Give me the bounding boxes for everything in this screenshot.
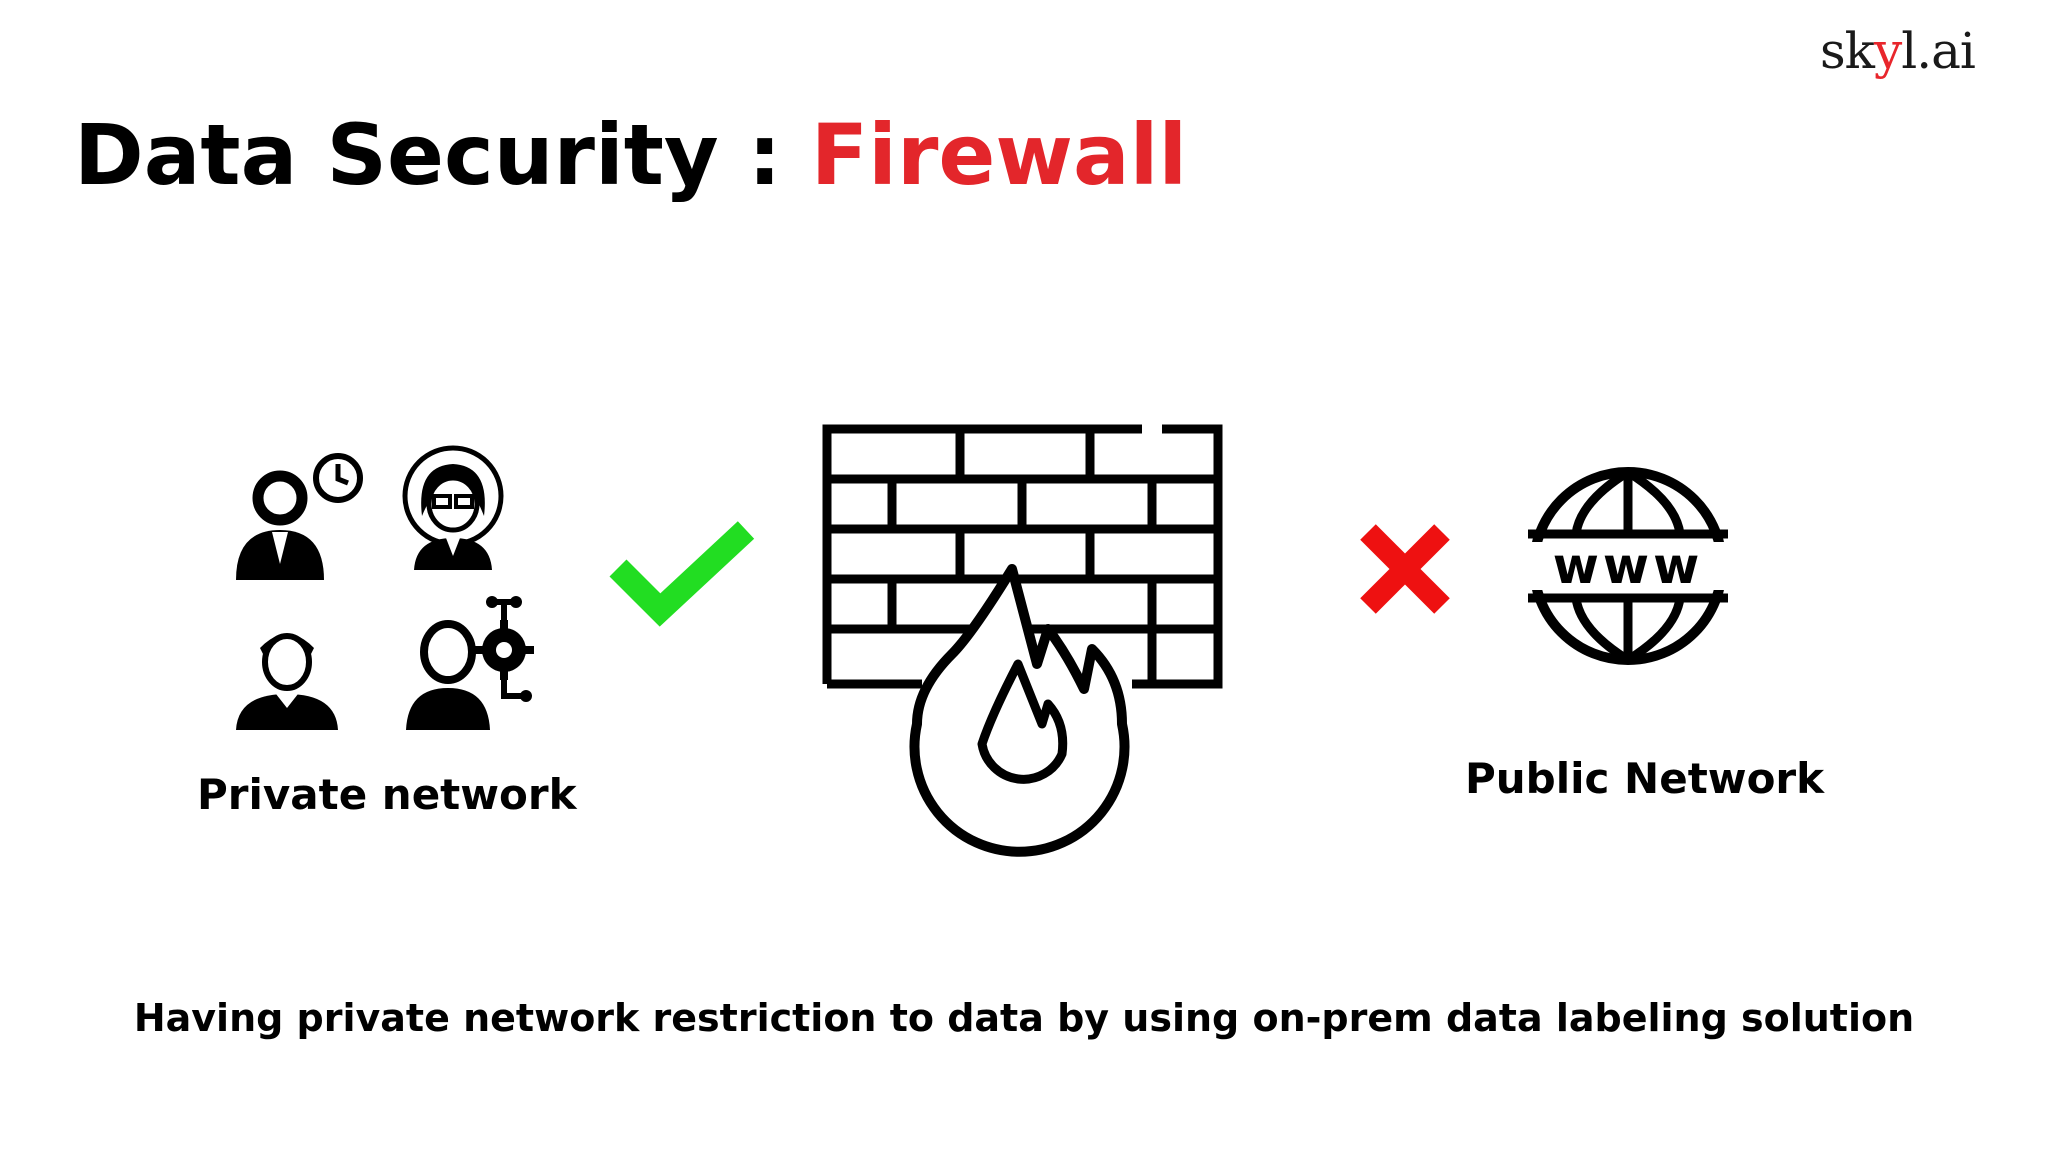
title-highlight: Firewall (810, 106, 1188, 204)
checkmark-icon (609, 521, 755, 627)
private-network-label: Private network (197, 770, 577, 819)
logo-text-pre: sk (1820, 22, 1875, 80)
firewall-icon (822, 424, 1223, 857)
logo-text-post: l.ai (1901, 22, 1976, 80)
page-title: Data Security : Firewall (74, 106, 1187, 204)
businessman-clock-icon (236, 453, 363, 580)
woman-glasses-icon (402, 445, 504, 570)
title-prefix: Data Security : (74, 106, 811, 204)
man-user-icon (236, 633, 338, 730)
cross-icon (1360, 524, 1450, 614)
brand-logo: skyl.ai (1820, 22, 1976, 92)
globe-www-icon: www (1522, 467, 1734, 665)
user-gear-icon (406, 596, 534, 730)
logo-text-accent: y (1873, 22, 1902, 80)
globe-text: www (1553, 537, 1704, 595)
public-network-label: Public Network (1465, 754, 1825, 803)
caption: Having private network restriction to da… (133, 996, 1915, 1040)
